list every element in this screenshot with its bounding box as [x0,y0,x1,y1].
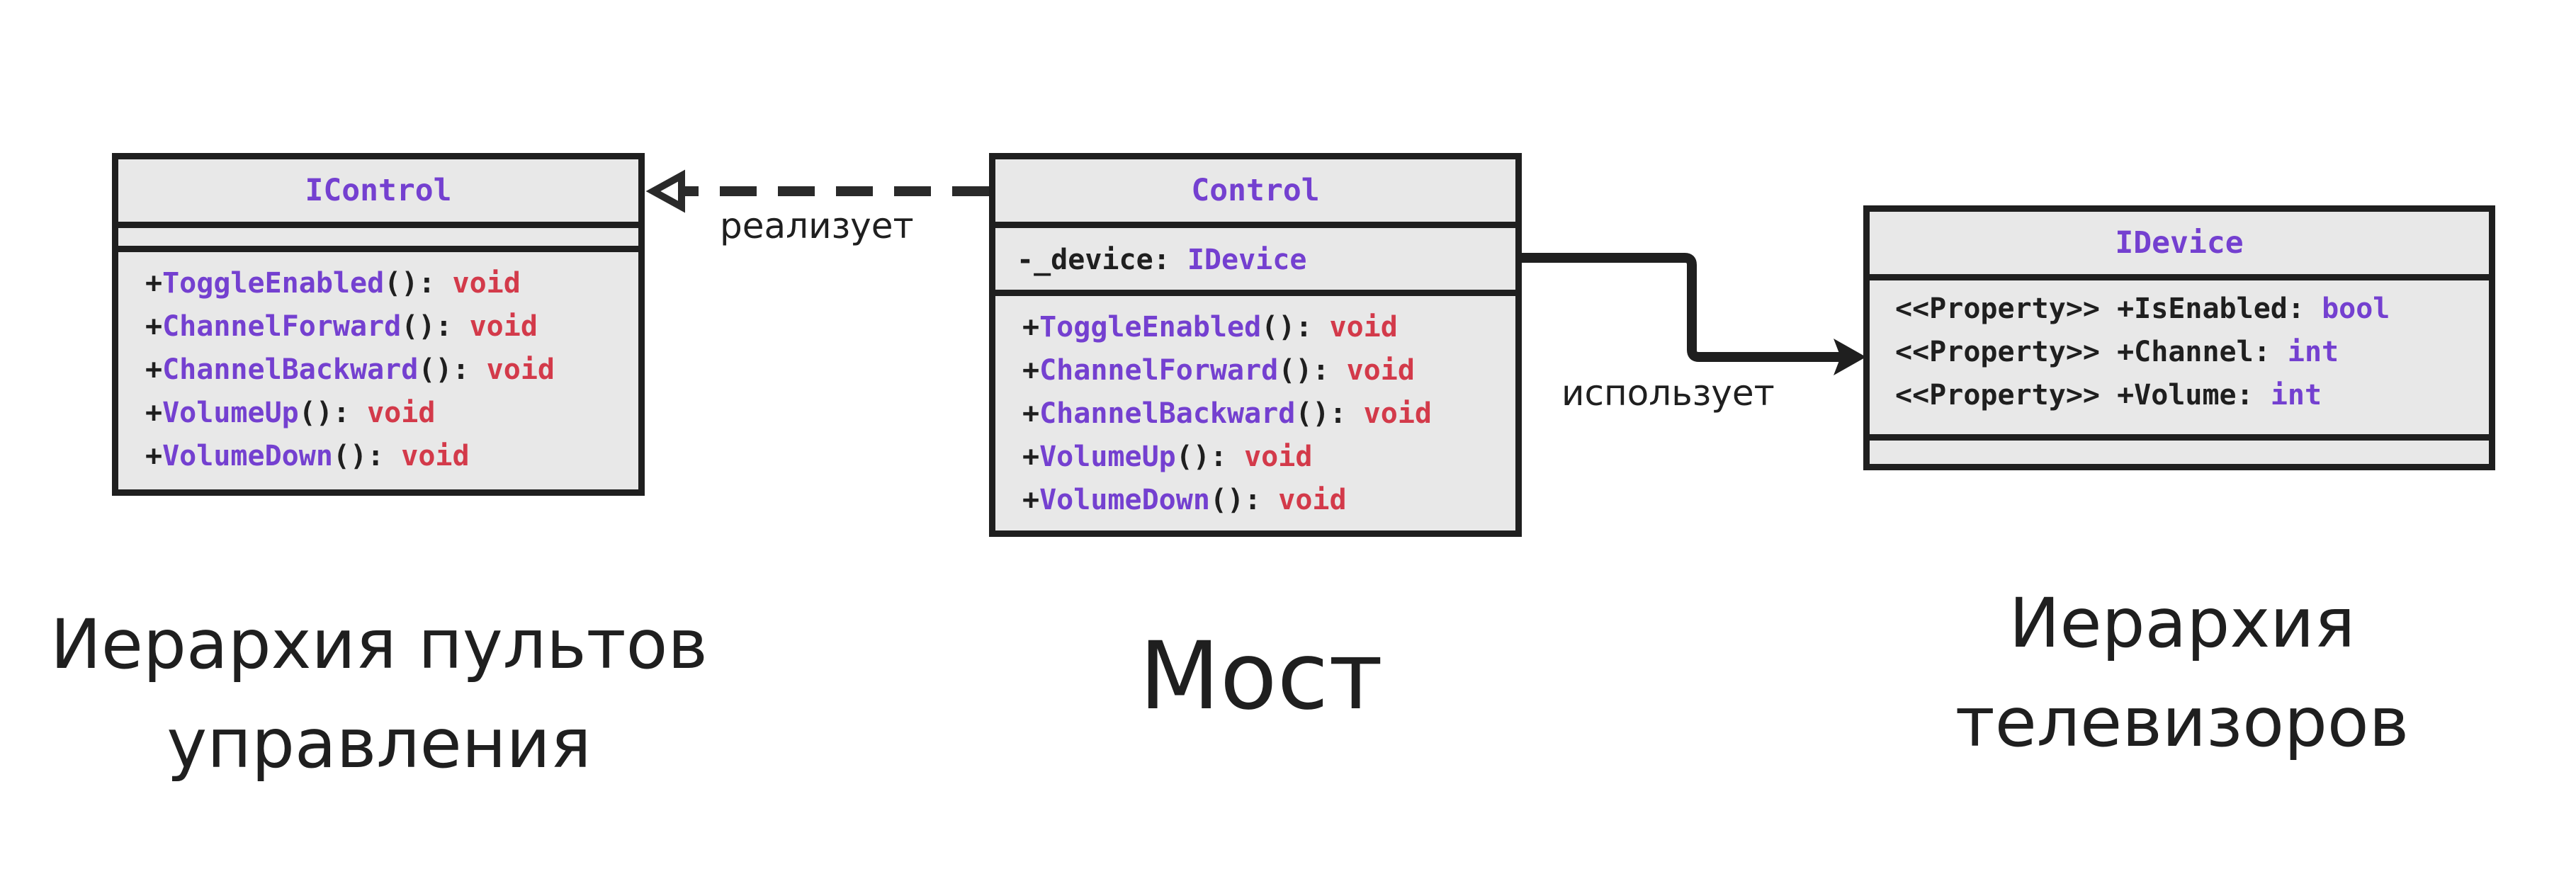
property-row: <<Property>> +Channel: int [1895,336,2339,368]
caption-bridge: Мост [1139,622,1384,731]
method-row: +ToggleEnabled(): void [1022,311,1398,344]
class-name-icontrol: IControl [118,159,638,228]
caption-tv-hierarchy: Иерархия телевизоров [1955,584,2410,762]
class-box-icontrol[interactable]: IControl +ToggleEnabled(): void +Channel… [112,153,645,496]
method-row: +ChannelBackward(): void [1022,397,1432,430]
field-row-device: -_device: IDevice [1017,244,1307,276]
method-row: +ToggleEnabled(): void [145,267,521,300]
methods-section: +ToggleEnabled(): void +ChannelForward()… [118,252,638,478]
realizes-arrowhead [645,169,685,213]
uses-label: использует [1561,373,1775,414]
methods-section-empty [1870,441,2489,465]
uses-arrowhead [1834,339,1866,375]
method-row: +ChannelForward(): void [1022,354,1415,387]
uses-association-line [1522,253,1842,362]
method-row: +VolumeUp(): void [1022,441,1313,473]
property-row: <<Property>> +IsEnabled: bool [1895,293,2390,325]
property-row: <<Property>> +Volume: int [1895,379,2322,412]
attributes-section: -_device: IDevice [995,228,1515,296]
class-name-idevice: IDevice [1870,212,2489,280]
class-name-control: Control [995,159,1515,228]
class-box-idevice[interactable]: IDevice <<Property>> +IsEnabled: bool <<… [1863,205,2495,470]
realizes-label: реализует [720,205,914,246]
properties-section: <<Property>> +IsEnabled: bool <<Property… [1870,280,2489,441]
caption-remote-hierarchy: Иерархия пультов управления [50,605,708,783]
method-row: +VolumeUp(): void [145,397,436,429]
method-row: +VolumeDown(): void [145,440,470,472]
method-row: +ChannelBackward(): void [145,353,555,386]
method-row: +ChannelForward(): void [145,310,538,343]
method-row: +VolumeDown(): void [1022,484,1347,516]
methods-section: +ToggleEnabled(): void +ChannelForward()… [995,296,1515,522]
attributes-section-empty [118,228,638,252]
class-box-control[interactable]: Control -_device: IDevice +ToggleEnabled… [989,153,1522,537]
